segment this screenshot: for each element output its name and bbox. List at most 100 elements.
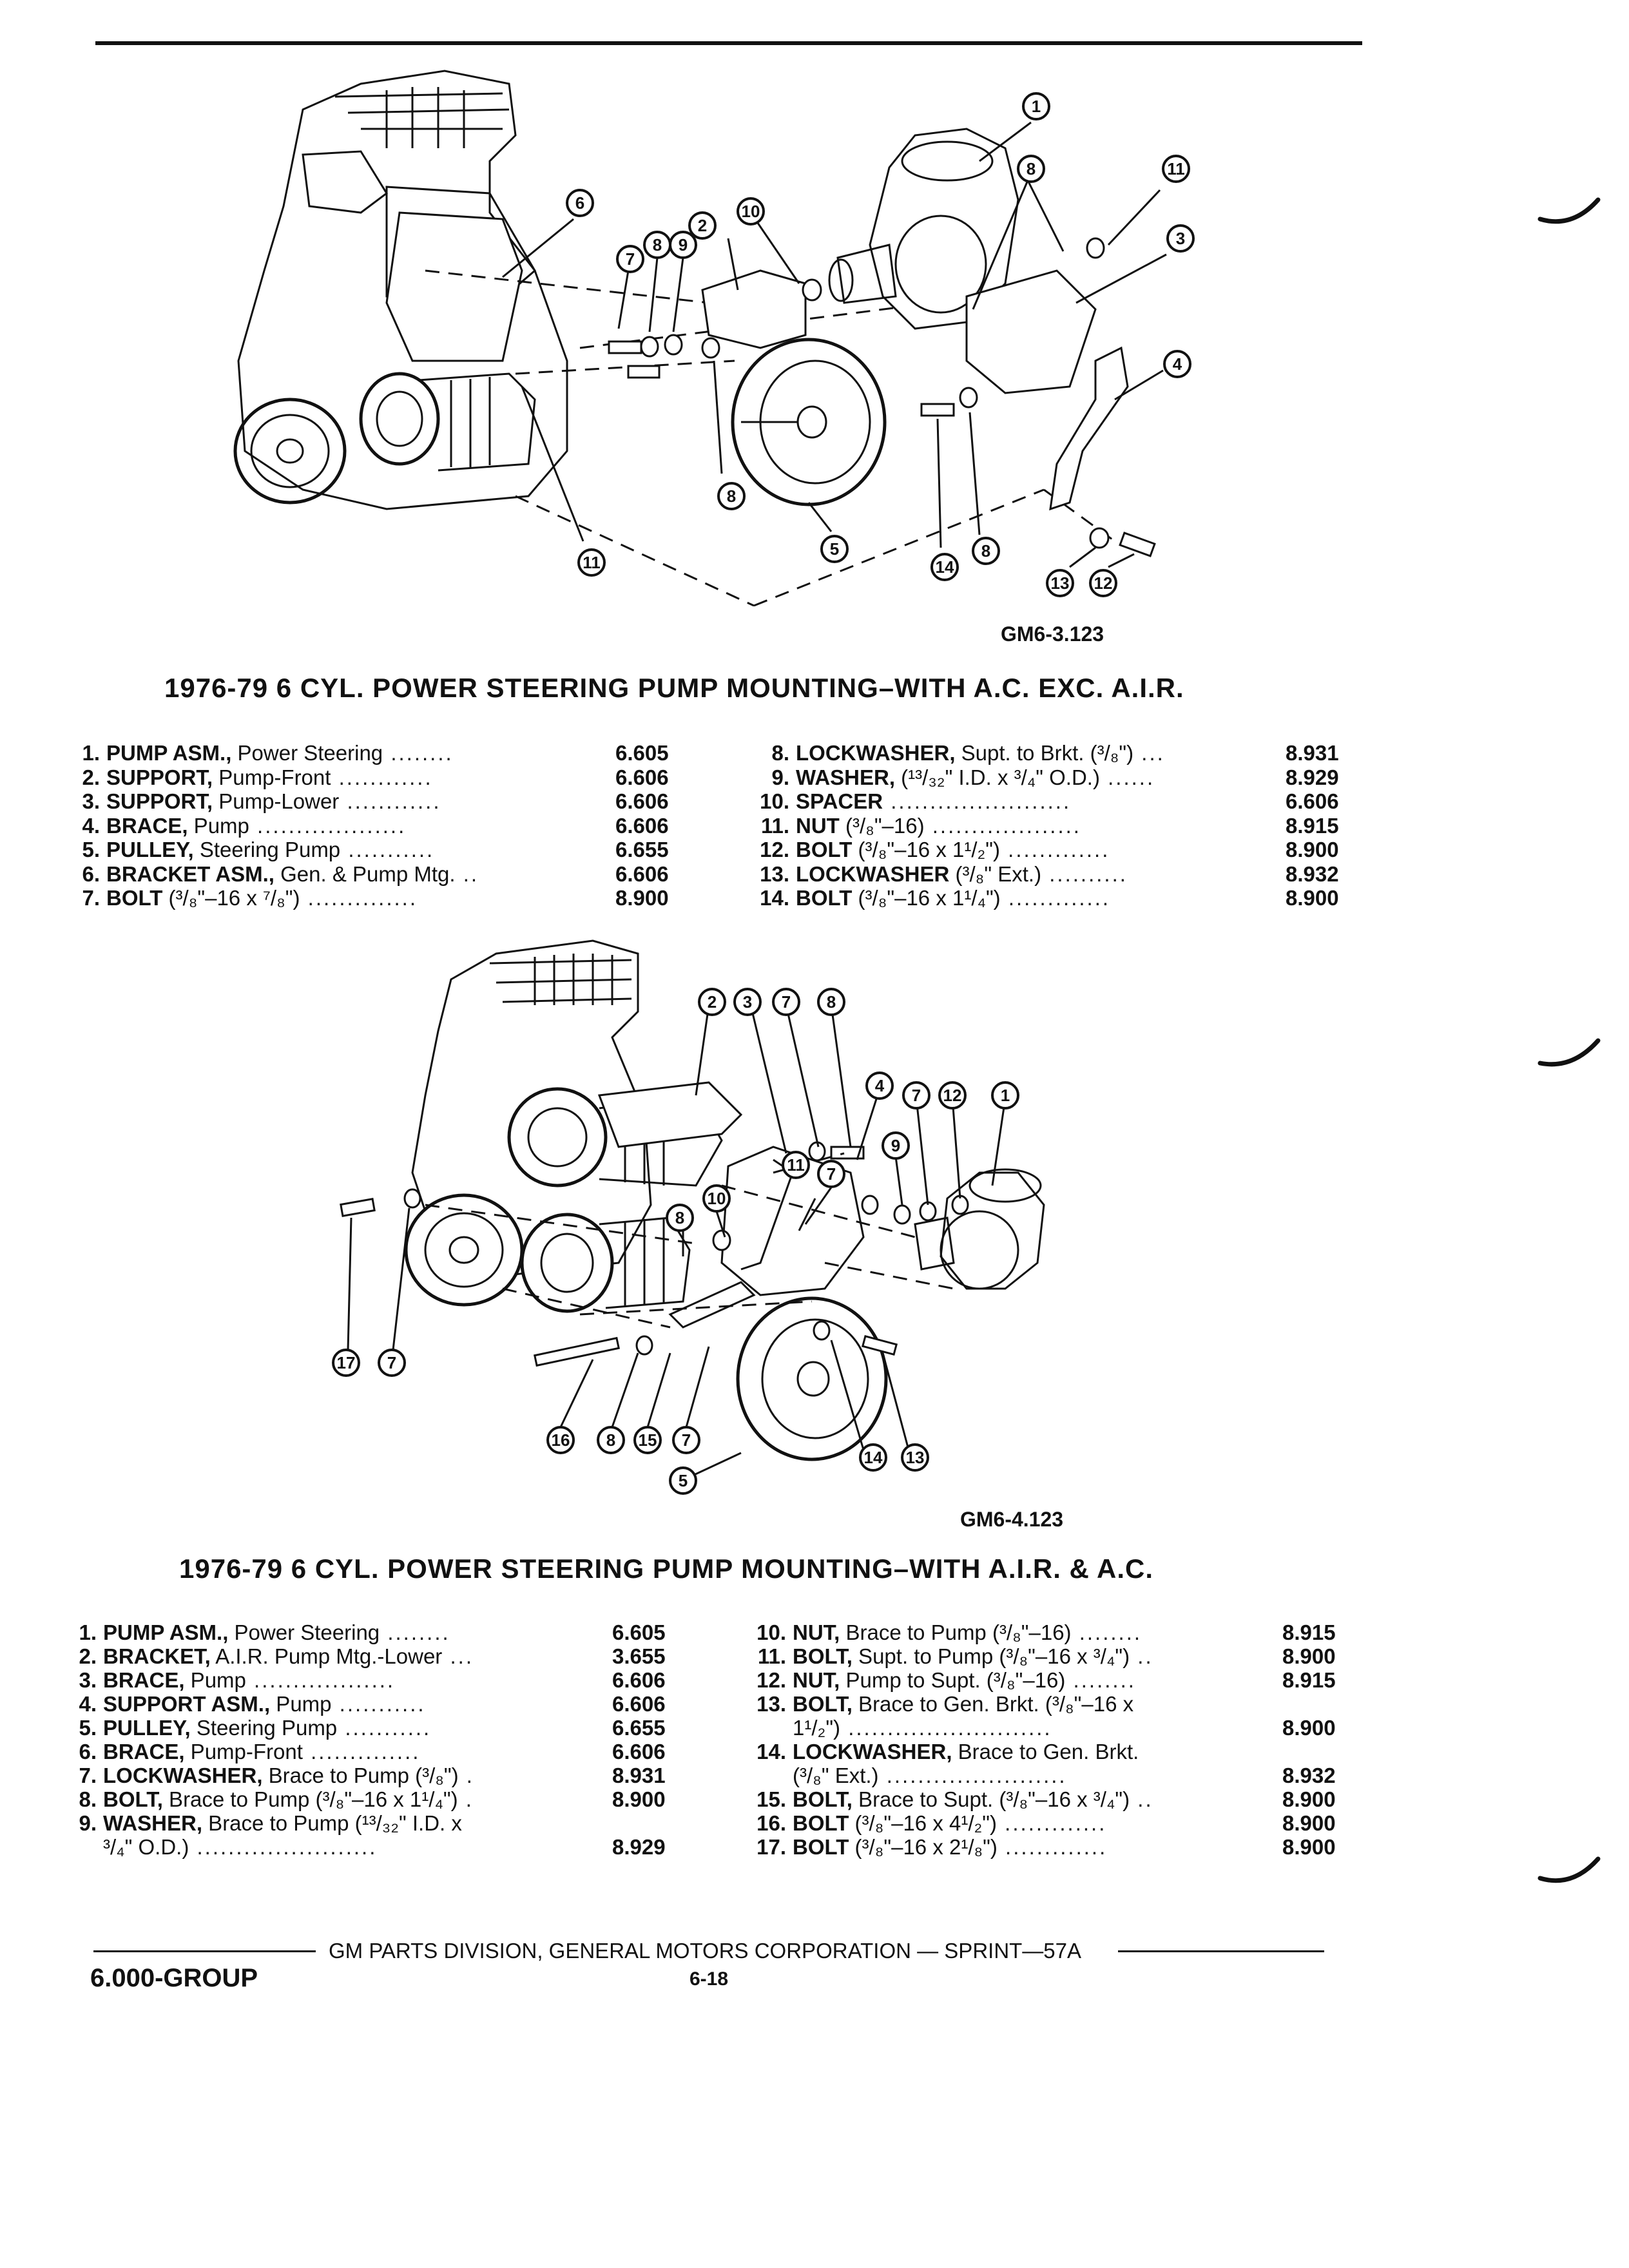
svg-text:1: 1 xyxy=(1001,1086,1010,1105)
footer-rule-left xyxy=(93,1950,316,1952)
callout-5: 5 xyxy=(669,1466,697,1495)
svg-text:5: 5 xyxy=(830,539,839,559)
figure-1-callouts: 1 8 11 6 3 2 10 7 8 9 4 8 11 5 14 8 13 1… xyxy=(566,92,1195,597)
callout-11: 11 xyxy=(577,548,606,577)
footer-page-number: 6-18 xyxy=(689,1968,729,1990)
svg-text:2: 2 xyxy=(698,216,707,235)
callout-6: 6 xyxy=(566,189,594,217)
callout-8: 8 xyxy=(597,1426,625,1454)
callout-14: 14 xyxy=(930,553,959,581)
callout-3: 3 xyxy=(1166,224,1195,253)
svg-text:6: 6 xyxy=(575,193,584,213)
svg-text:17: 17 xyxy=(337,1353,356,1372)
svg-text:16: 16 xyxy=(552,1430,570,1450)
callout-7: 7 xyxy=(672,1426,700,1454)
footer-group-number: 6.000-GROUP xyxy=(90,1964,258,1992)
svg-text:8: 8 xyxy=(981,541,990,561)
callout-16: 16 xyxy=(546,1426,575,1454)
callout-9: 9 xyxy=(882,1131,910,1160)
svg-text:9: 9 xyxy=(679,235,688,255)
callout-4: 4 xyxy=(865,1072,894,1100)
svg-text:4: 4 xyxy=(875,1076,885,1095)
page-tab-mark xyxy=(1537,1038,1601,1067)
footer-rule-right xyxy=(1118,1950,1324,1952)
svg-text:3: 3 xyxy=(743,992,752,1012)
svg-text:8: 8 xyxy=(1027,159,1036,178)
svg-text:11: 11 xyxy=(787,1155,805,1175)
svg-text:10: 10 xyxy=(742,202,760,221)
callout-7: 7 xyxy=(902,1081,930,1110)
svg-text:5: 5 xyxy=(679,1471,688,1490)
callout-4: 4 xyxy=(1163,350,1191,378)
page-tab-mark xyxy=(1537,1856,1601,1883)
figure-2-parts-right: 10.NUT, Brace to Pump (³/₈"–16) ........… xyxy=(757,1620,1336,1859)
svg-text:11: 11 xyxy=(583,553,601,572)
svg-text:8: 8 xyxy=(653,235,662,255)
top-rule xyxy=(95,41,1362,45)
svg-text:13: 13 xyxy=(1051,573,1070,593)
figure-2-parts-left: 1.PUMP ASM., Power Steering ........6.60… xyxy=(79,1620,666,1859)
callout-7: 7 xyxy=(817,1160,845,1188)
svg-text:8: 8 xyxy=(827,992,836,1012)
svg-text:13: 13 xyxy=(906,1448,925,1467)
callout-1: 1 xyxy=(991,1081,1019,1110)
callout-9: 9 xyxy=(669,231,697,259)
svg-text:7: 7 xyxy=(912,1086,921,1105)
callout-10: 10 xyxy=(737,197,765,226)
svg-text:1: 1 xyxy=(1032,97,1041,116)
svg-text:8: 8 xyxy=(727,486,736,506)
callout-15: 15 xyxy=(633,1426,662,1454)
svg-text:15: 15 xyxy=(639,1430,657,1450)
callout-8: 8 xyxy=(1017,155,1045,183)
figure-1-caption: 1976-79 6 CYL. POWER STEERING PUMP MOUNT… xyxy=(164,673,1184,703)
callout-8: 8 xyxy=(817,988,845,1016)
svg-text:7: 7 xyxy=(827,1164,836,1184)
svg-text:3: 3 xyxy=(1176,229,1185,248)
svg-text:7: 7 xyxy=(387,1353,396,1372)
svg-text:2: 2 xyxy=(708,992,717,1012)
callout-13: 13 xyxy=(901,1443,929,1472)
callout-8: 8 xyxy=(972,537,1000,565)
svg-text:7: 7 xyxy=(682,1430,691,1450)
callout-7: 7 xyxy=(616,245,644,273)
callout-8: 8 xyxy=(666,1204,694,1232)
callout-8: 8 xyxy=(717,482,746,510)
figure-1-code: GM6-3.123 xyxy=(1001,622,1104,646)
figure-1-parts-right: 8.LOCKWASHER, Supt. to Brkt. (³/₈") ...8… xyxy=(760,741,1339,910)
callout-8: 8 xyxy=(643,231,671,259)
svg-text:7: 7 xyxy=(782,992,791,1012)
engine-block xyxy=(237,70,568,510)
callout-14: 14 xyxy=(859,1443,887,1472)
svg-text:8: 8 xyxy=(675,1208,684,1227)
callout-17: 17 xyxy=(332,1349,360,1377)
callout-11: 11 xyxy=(782,1151,810,1179)
callout-10: 10 xyxy=(702,1184,731,1213)
callout-2: 2 xyxy=(688,211,717,240)
callout-3: 3 xyxy=(733,988,762,1016)
callout-7: 7 xyxy=(772,988,800,1016)
svg-text:4: 4 xyxy=(1173,354,1182,374)
svg-text:7: 7 xyxy=(626,249,635,269)
callout-5: 5 xyxy=(820,535,849,563)
svg-text:10: 10 xyxy=(708,1189,726,1208)
callout-13: 13 xyxy=(1046,569,1074,597)
svg-text:11: 11 xyxy=(1167,159,1185,178)
callout-1: 1 xyxy=(1022,92,1050,120)
svg-text:9: 9 xyxy=(891,1136,900,1155)
figure-1-illustration xyxy=(233,70,1167,607)
footer-publisher: GM PARTS DIVISION, GENERAL MOTORS CORPOR… xyxy=(329,1939,1082,1963)
figure-1-parts-left: 1.PUMP ASM., Power Steering ........6.60… xyxy=(82,741,669,910)
figure-2-illustration xyxy=(340,939,1045,1477)
svg-text:14: 14 xyxy=(936,557,954,577)
svg-text:8: 8 xyxy=(606,1430,615,1450)
callout-2: 2 xyxy=(698,988,726,1016)
figure-2-code: GM6-4.123 xyxy=(960,1508,1064,1531)
page-tab-mark xyxy=(1537,197,1601,224)
figure-2-caption: 1976-79 6 CYL. POWER STEERING PUMP MOUNT… xyxy=(179,1553,1153,1584)
svg-text:12: 12 xyxy=(943,1086,962,1105)
callout-11: 11 xyxy=(1162,155,1190,183)
svg-text:14: 14 xyxy=(864,1448,883,1467)
callout-12: 12 xyxy=(1089,569,1117,597)
callout-12: 12 xyxy=(938,1081,967,1110)
figure-2-callouts: 2 3 7 8 4 7 12 1 11 7 9 10 8 17 7 16 8 1… xyxy=(332,988,1019,1495)
